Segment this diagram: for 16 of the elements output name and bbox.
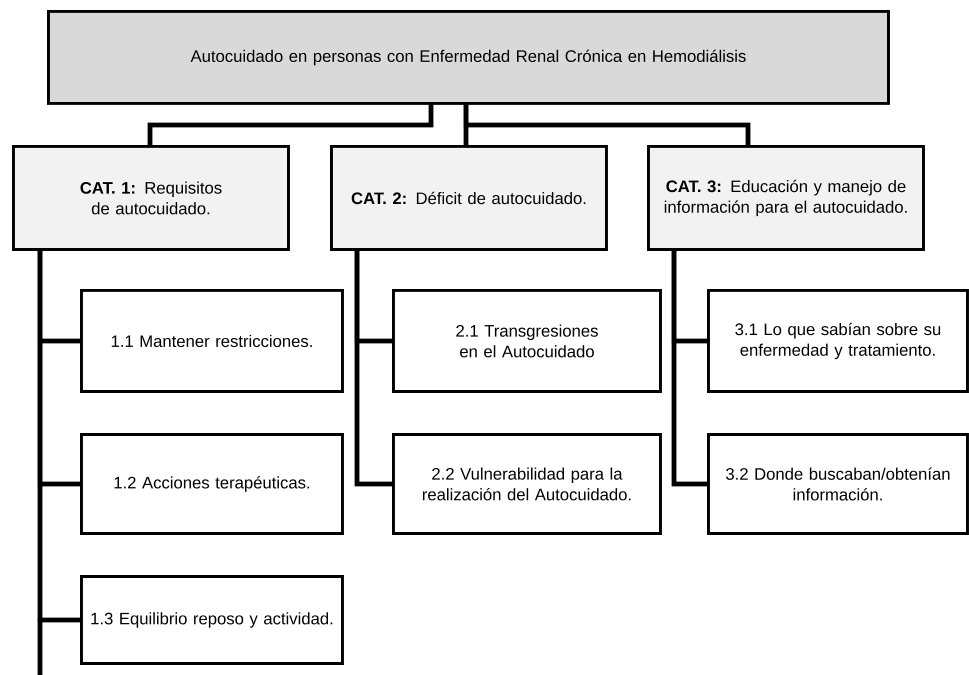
title-box: Autocuidado en personas con Enfermedad Renal Crónica en Hemodiálisis [47, 10, 890, 105]
connector-line [464, 102, 750, 145]
category-box: CAT. 3: Educación y manejo de información para el autocuidado. [647, 145, 925, 251]
subcategory-box: 3.2 Donde buscaban/obtenían información. [707, 433, 969, 535]
subcategory-box: 1.2 Acciones terapéuticas. [80, 433, 344, 535]
category-box: CAT. 2: Déficit de autocuidado. [330, 145, 608, 251]
connector-line [38, 248, 80, 622]
subcategory-box: 2.1 Transgresiones en el Autocuidado [392, 289, 662, 393]
subcategory-box: 3.1 Lo que sabían sobre su enfermedad y tratamiento. [707, 289, 969, 393]
connector-line [354, 248, 392, 486]
subcategory-box: 2.2 Vulnerabilidad para la realización del Autocuidado. [392, 433, 662, 535]
connector-line [148, 102, 434, 145]
connector-line [672, 248, 708, 486]
subcategory-box: 1.3 Equilibrio reposo y actividad. [80, 575, 344, 665]
category-box: CAT. 1: Requisitos de autocuidado. [12, 145, 290, 251]
subcategory-box: 1.1 Mantener restricciones. [80, 289, 344, 393]
